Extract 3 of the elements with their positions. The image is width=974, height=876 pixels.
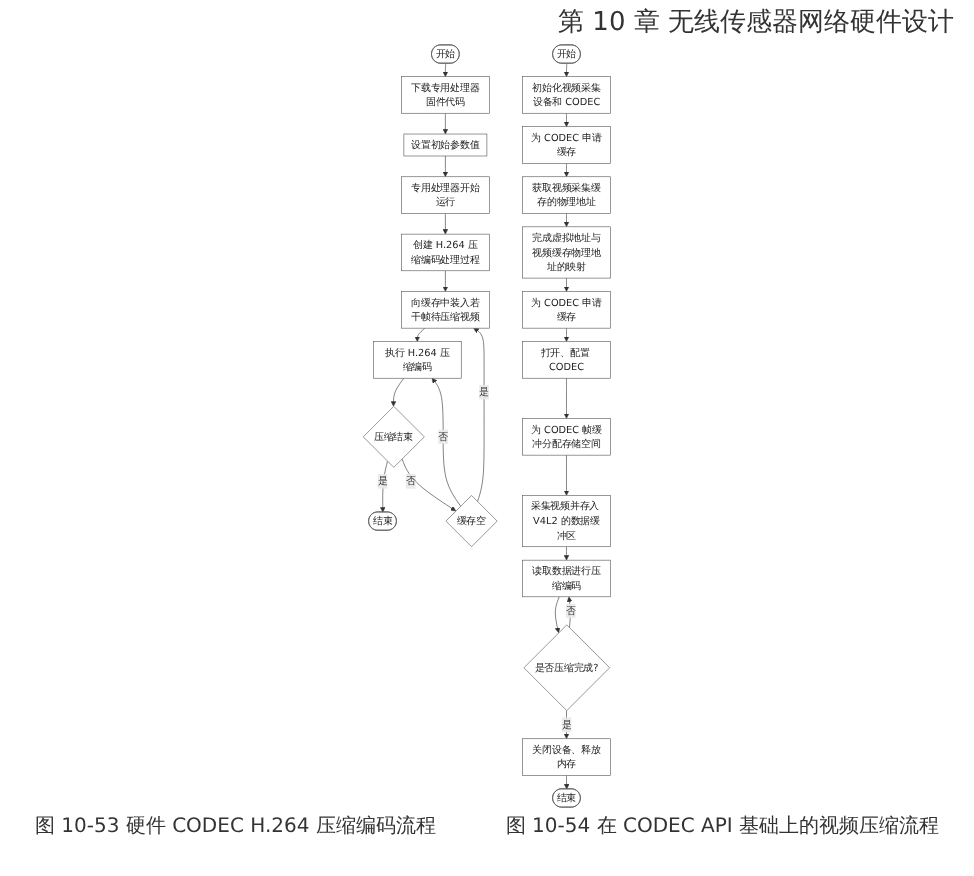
figure-caption: 图 10-53 硬件 CODEC H.264 压缩编码流程 [34,813,436,840]
figure-caption: 图 10-54 在 CODEC API 基础上的视频压缩流程 [505,813,940,840]
page-header: 第 10 章 无线传感器网络硬件设计 [558,8,954,38]
